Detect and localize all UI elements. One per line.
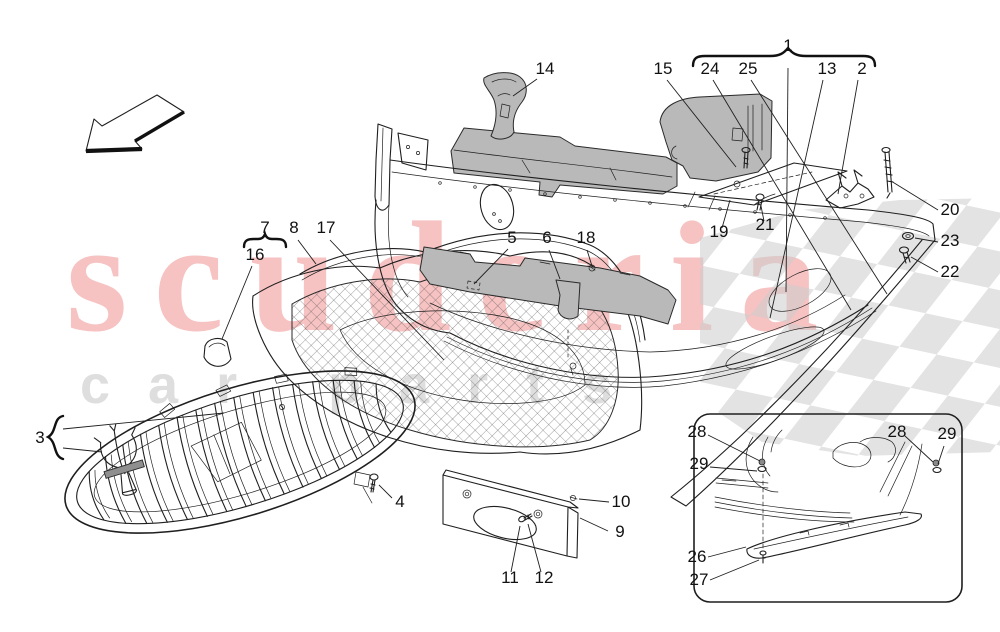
leader-line-20 — [890, 180, 939, 211]
leader-line-4 — [378, 484, 393, 499]
leader-line-14 — [512, 78, 538, 97]
part-label-3: 3 — [35, 428, 44, 447]
part-label-1: 1 — [783, 36, 792, 55]
fastener-28-29-left — [757, 458, 767, 473]
leader-line-12 — [527, 523, 542, 573]
part-label-29R: 29 — [938, 424, 957, 443]
grille-screw-4 — [369, 473, 379, 493]
leader-line-11 — [510, 525, 521, 573]
leader-line-15 — [666, 79, 737, 168]
bracket-group-7 — [242, 230, 288, 249]
part-label-4: 4 — [395, 492, 404, 511]
part-label-23: 23 — [941, 231, 960, 250]
part-label-8: 8 — [289, 218, 298, 237]
leader-line-8 — [297, 239, 317, 265]
part-label-9: 9 — [615, 522, 624, 541]
license-plate-holder — [442, 469, 579, 559]
leader-line-3 — [62, 412, 225, 430]
part-label-21: 21 — [756, 215, 775, 234]
leader-line-9 — [579, 517, 609, 532]
leader-line-3 — [62, 447, 103, 453]
leader-line-26 — [707, 546, 747, 558]
part-label-18: 18 — [577, 228, 596, 247]
leader-line-28L — [707, 434, 761, 462]
part-label-20: 20 — [941, 200, 960, 219]
upper-absorber-strip — [450, 127, 678, 198]
plate-screw-11-12 — [518, 513, 533, 523]
part-label-17: 17 — [317, 218, 336, 237]
leader-line-25 — [750, 79, 888, 295]
leader-line-16 — [221, 265, 253, 340]
pin-20 — [881, 146, 894, 199]
leader-line-28R — [904, 435, 934, 463]
part-label-11: 11 — [501, 568, 519, 587]
leader-line-22 — [910, 256, 939, 273]
leader-line-5 — [473, 248, 509, 285]
part-label-24: 24 — [701, 59, 720, 78]
part-label-22: 22 — [941, 262, 960, 281]
part-label-28R: 28 — [888, 422, 907, 441]
part-label-16: 16 — [246, 245, 265, 264]
leader-line-21 — [760, 205, 765, 222]
leader-line-13 — [769, 79, 824, 319]
leader-line-27 — [709, 559, 760, 581]
leader-line-2 — [837, 79, 859, 195]
leader-line-29L — [709, 466, 758, 472]
bracket-group-3 — [45, 414, 65, 461]
part-label-28L: 28 — [688, 422, 707, 441]
part-label-25: 25 — [739, 59, 758, 78]
plate-clip-10 — [569, 495, 578, 501]
leader-line-6 — [548, 249, 561, 280]
screw-top — [741, 146, 751, 169]
part-label-7: 7 — [260, 218, 269, 237]
fastener-28-29-right — [932, 459, 942, 474]
trident-emblem — [93, 423, 145, 496]
leader-line-18 — [586, 249, 593, 267]
part-label-19: 19 — [710, 222, 729, 241]
part-label-10: 10 — [612, 492, 631, 511]
checkered-flag-motif — [700, 198, 1000, 456]
leader-line-17 — [329, 239, 445, 361]
leader-line-10 — [578, 498, 610, 503]
side-marker-plate-19 — [698, 146, 848, 211]
washer-23 — [901, 231, 915, 241]
corner-bracket-2 — [825, 146, 915, 264]
part-label-27: 27 — [690, 570, 709, 589]
part-label-15: 15 — [654, 59, 673, 78]
part-label-5: 5 — [507, 228, 516, 247]
leader-line-19 — [721, 199, 731, 229]
part-label-29L: 29 — [690, 454, 709, 473]
front-direction-arrow-icon — [85, 94, 185, 154]
lower-grille — [64, 367, 416, 534]
leader-line-23 — [914, 237, 939, 243]
air-duct-bracket-14 — [483, 72, 527, 140]
part-label-14: 14 — [536, 59, 555, 78]
part-label-13: 13 — [818, 59, 837, 78]
part-label-12: 12 — [535, 568, 554, 587]
bracket-group-1 — [691, 46, 877, 68]
leader-line-24 — [712, 79, 852, 311]
lower-absorber-bar — [419, 246, 677, 361]
screw-27 — [759, 550, 767, 564]
leader-line-1 — [785, 67, 789, 293]
part-label-6: 6 — [542, 228, 551, 247]
leader-line-29R — [937, 445, 945, 465]
part-label-26: 26 — [688, 547, 707, 566]
part-label-2: 2 — [857, 59, 866, 78]
bolt-22 — [898, 246, 911, 264]
